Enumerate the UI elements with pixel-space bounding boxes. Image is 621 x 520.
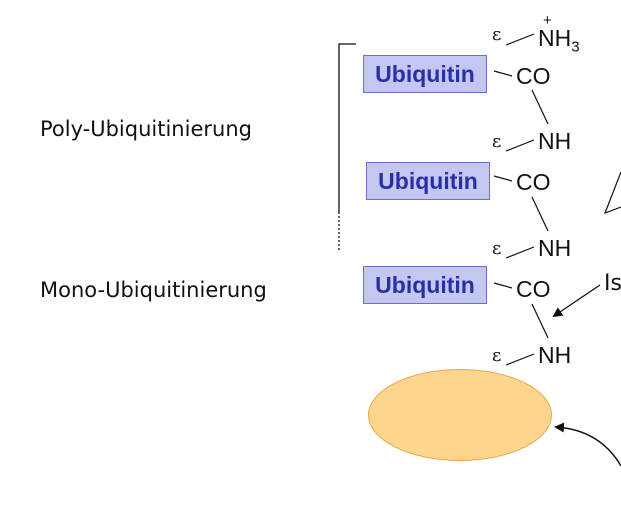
nh3-plus: + NH3 xyxy=(538,12,580,56)
nh3-label: NH xyxy=(538,25,572,51)
co-label-1: CO xyxy=(516,63,551,89)
epsilon-1: ε xyxy=(492,24,502,45)
mono-ubiquitination-label: Mono-Ubiquitinierung xyxy=(40,278,267,302)
nh3-subscript: 3 xyxy=(571,38,580,56)
epsilon-3: ε xyxy=(492,238,502,259)
poly-ubiquitination-label: Poly-Ubiquitinierung xyxy=(40,117,252,141)
partial-right-label: Is xyxy=(604,271,621,296)
nh-label-2: NH xyxy=(538,128,572,154)
co-label-2: CO xyxy=(516,169,551,195)
epsilon-2: ε xyxy=(492,131,502,152)
nh-label-4: NH xyxy=(538,342,572,368)
nh-label-3: NH xyxy=(538,235,572,261)
co-label-3: CO xyxy=(516,276,551,302)
isopeptide-arrow xyxy=(552,284,601,318)
protein-arrow xyxy=(554,422,621,467)
ubiquitin-box-2: Ubiquitin xyxy=(366,162,490,200)
ubiquitin-box-1: Ubiquitin xyxy=(363,55,487,93)
ubiquitin-box-3: Ubiquitin xyxy=(363,266,487,304)
epsilon-4: ε xyxy=(492,345,502,366)
nh3-charge: + xyxy=(543,12,552,29)
poly-bracket xyxy=(338,43,356,212)
substrate-protein xyxy=(368,369,552,461)
partial-triangle xyxy=(603,171,621,215)
